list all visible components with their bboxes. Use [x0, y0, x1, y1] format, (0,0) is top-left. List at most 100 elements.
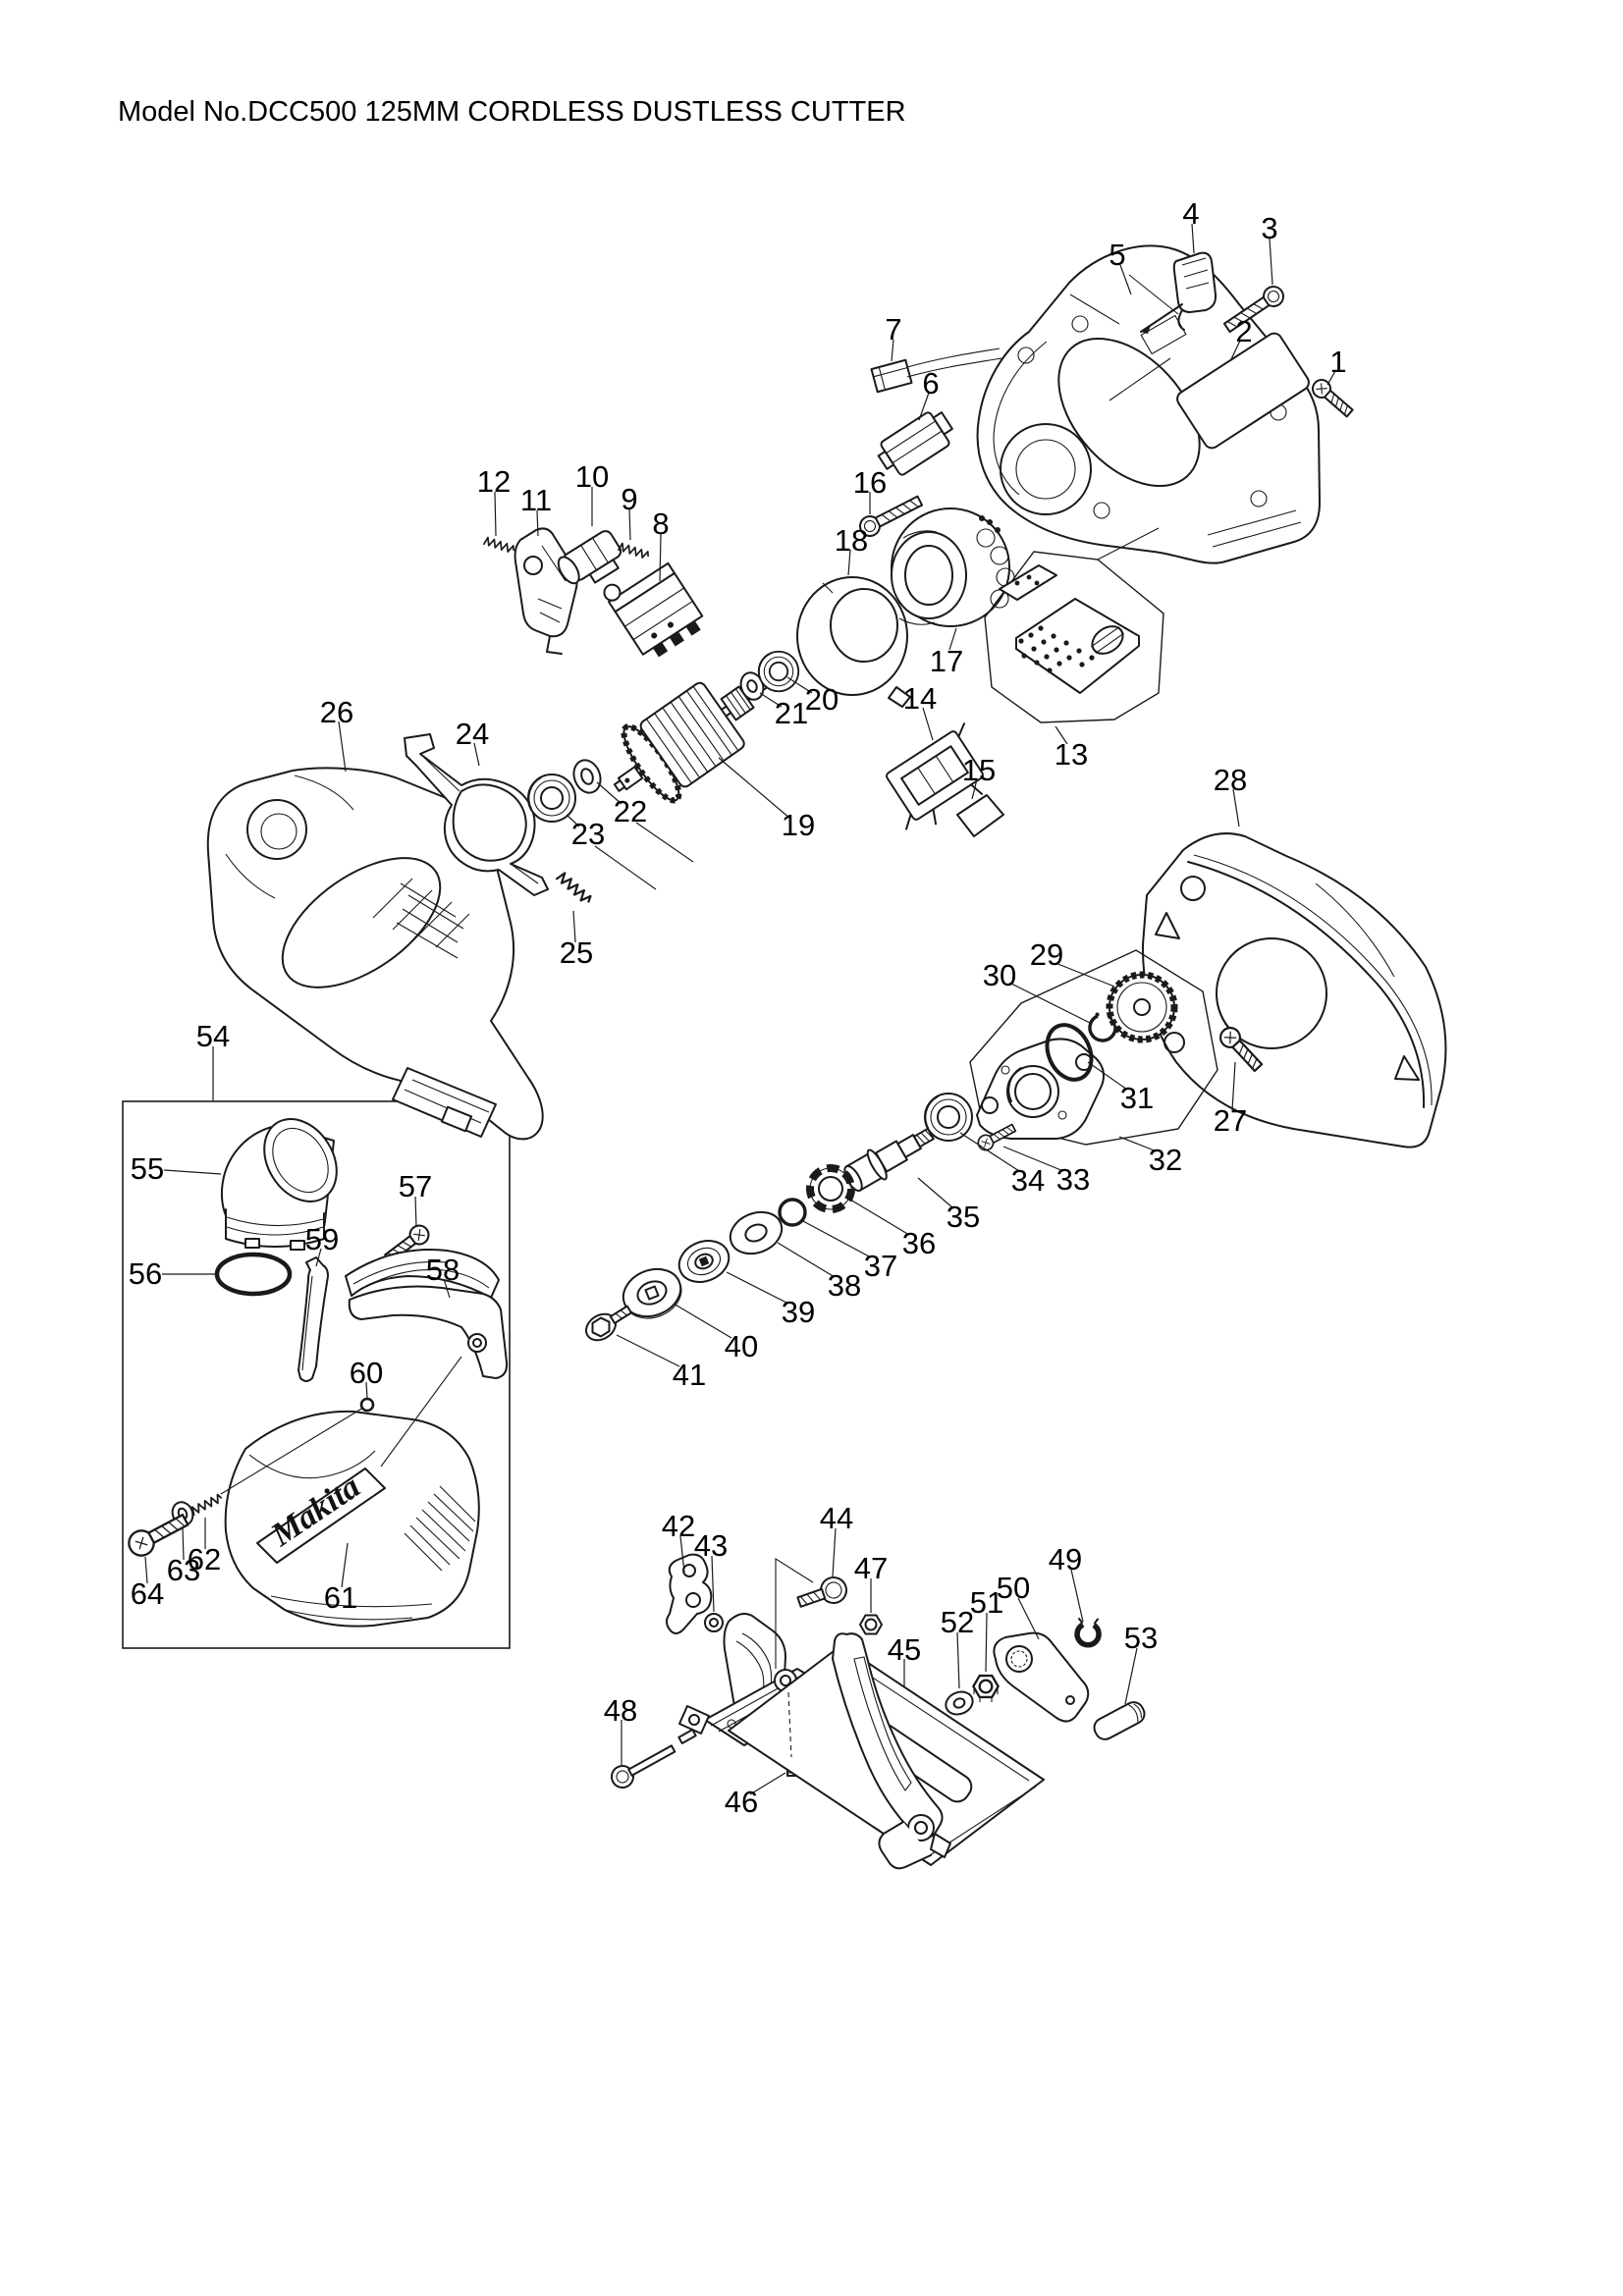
part-8-switch: [603, 561, 704, 658]
part-59-strip: [298, 1256, 329, 1382]
leader-line-51: [985, 1612, 988, 1673]
leader-line-19: [718, 757, 791, 820]
part-47-nut: [859, 1614, 883, 1635]
leader-line-60: [365, 1381, 368, 1399]
leader-line-1: [1326, 370, 1336, 386]
leader-line-64: [144, 1556, 148, 1584]
part-15-sheet: [956, 794, 1004, 837]
part-label-46: 46: [725, 1785, 758, 1819]
part-label-48: 48: [604, 1693, 637, 1728]
part-label-57: 57: [399, 1169, 432, 1203]
part-label-14: 14: [903, 681, 937, 716]
part-label-15: 15: [962, 753, 996, 787]
part-56-o-ring: [214, 1252, 293, 1297]
part-label-55: 55: [131, 1151, 164, 1186]
part-label-18: 18: [835, 523, 868, 558]
part-label-54: 54: [196, 1019, 230, 1053]
part-38-washer: [729, 1210, 784, 1255]
part-23-ball-bearing: [527, 774, 576, 823]
part-label-35: 35: [947, 1200, 980, 1234]
part-label-41: 41: [673, 1358, 706, 1392]
part-label-4: 4: [1182, 196, 1199, 231]
leader-line-59: [315, 1248, 322, 1267]
leader-line-46: [749, 1772, 786, 1795]
part-label-5: 5: [1109, 238, 1125, 272]
leader-line-50: [1017, 1597, 1040, 1640]
leader-line-55: [163, 1169, 222, 1175]
leader-line-42: [679, 1535, 685, 1574]
part-18-baffle-plate: [796, 576, 911, 708]
part-label-21: 21: [775, 696, 808, 730]
leader-line-25: [572, 910, 576, 943]
part-49-e-clip: [1074, 1618, 1102, 1648]
part-55-elbow-joint: [220, 1118, 338, 1251]
part-label-64: 64: [131, 1576, 164, 1611]
leader-line-20: [786, 676, 813, 694]
part-54-dust-box-outline: [122, 1100, 511, 1649]
part-6-switch-unit: [877, 411, 953, 476]
leader-line-61: [341, 1542, 349, 1588]
leader-line-13: [1055, 725, 1068, 745]
part-41-hex-bolt: [585, 1305, 632, 1342]
part-label-7: 7: [885, 312, 901, 347]
part-7-lead-wire-connector: [870, 347, 1002, 394]
leader-line-2: [1229, 340, 1241, 362]
leader-line-49: [1070, 1569, 1084, 1623]
part-58-clamp-assembly: [345, 1249, 509, 1379]
part-label-31: 31: [1120, 1081, 1154, 1115]
leader-line-15: [971, 778, 978, 800]
part-31-o-ring: [1045, 1023, 1094, 1082]
part-label-9: 9: [621, 482, 637, 516]
leader-line-11: [536, 509, 539, 537]
part-label-2: 2: [1235, 314, 1252, 348]
leader-line-43: [711, 1555, 715, 1613]
part-label-51: 51: [970, 1585, 1003, 1620]
part-label-30: 30: [983, 958, 1016, 992]
part-51-nut: [972, 1674, 1000, 1702]
part-4-lever: [1140, 251, 1217, 334]
part-13-controller-assembly: [984, 527, 1164, 723]
leader-line-6: [918, 392, 930, 421]
part-62-spring: [189, 1492, 224, 1517]
part-10-lock-button: [557, 530, 622, 585]
part-label-13: 13: [1055, 737, 1088, 772]
part-17-field-stator: [891, 507, 1015, 627]
part-42-lock-lever: [666, 1553, 713, 1634]
leader-line-27: [1231, 1061, 1236, 1111]
part-36-bearing-retainer: [806, 1164, 855, 1213]
part-label-33: 33: [1056, 1162, 1090, 1197]
leader-line-58: [443, 1278, 451, 1299]
part-label-17: 17: [930, 644, 963, 678]
leader-line-7: [891, 339, 894, 362]
part-22-washer: [572, 759, 602, 794]
part-label-62: 62: [188, 1542, 221, 1576]
part-label-22: 22: [614, 794, 647, 828]
part-12-spring: [483, 536, 516, 555]
part-34-ball-bearing: [924, 1093, 973, 1142]
part-labels: 1234567891011121314151617181920212223242…: [129, 196, 1347, 1819]
part-9-spring: [618, 542, 651, 561]
leader-line-44: [832, 1527, 837, 1577]
part-label-12: 12: [477, 464, 511, 499]
part-label-37: 37: [864, 1249, 897, 1283]
part-2-name-plate: [1176, 332, 1310, 450]
leader-line-4: [1191, 223, 1195, 254]
part-53-sleeve: [1093, 1701, 1146, 1740]
part-label-45: 45: [888, 1632, 921, 1667]
part-50-change-lever: [993, 1631, 1090, 1723]
part-label-38: 38: [828, 1268, 861, 1303]
leader-line-21: [759, 692, 783, 708]
part-label-52: 52: [941, 1605, 974, 1639]
part-label-29: 29: [1030, 937, 1063, 972]
part-label-8: 8: [652, 507, 669, 541]
construction-lines: [220, 357, 1171, 1758]
part-label-10: 10: [575, 459, 609, 494]
diagram-title: Model No.DCC500 125MM CORDLESS DUSTLESS …: [118, 96, 906, 128]
part-20-ball-bearing: [757, 650, 800, 693]
part-label-25: 25: [560, 935, 593, 970]
part-43-washer: [704, 1613, 724, 1632]
leader-line-52: [956, 1631, 960, 1689]
part-45-base-assembly: [728, 1632, 1045, 1870]
